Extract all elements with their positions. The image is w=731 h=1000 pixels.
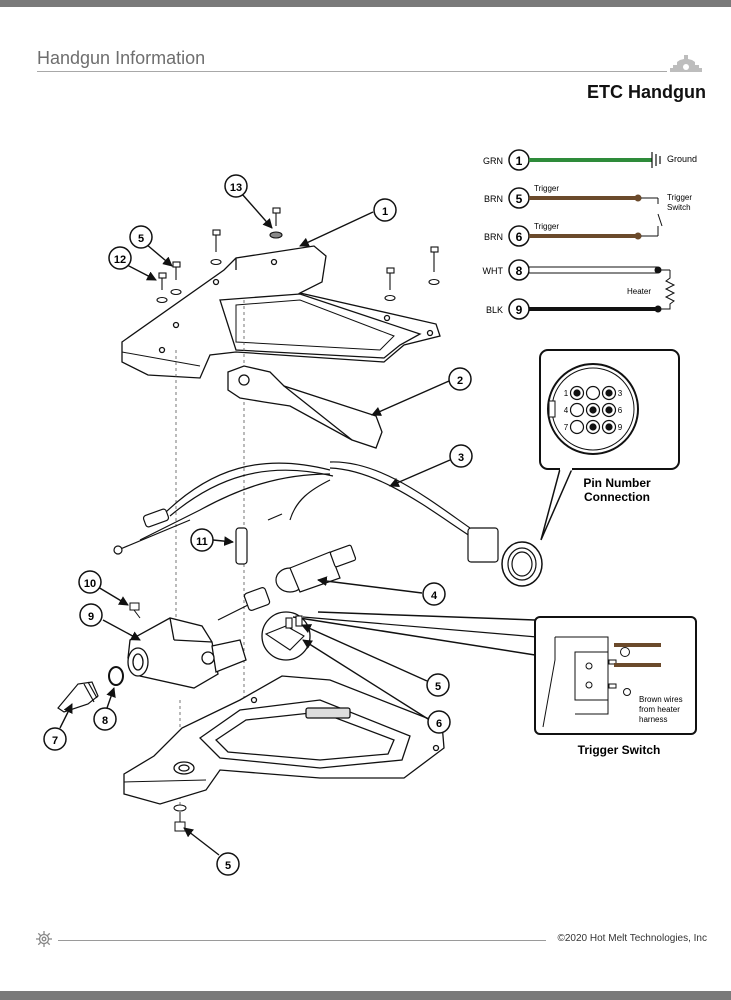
heater-resistor-icon — [661, 269, 676, 310]
wire-code-blk: BLK — [486, 305, 503, 315]
callout-4: 4 — [431, 590, 438, 602]
part-trigger — [227, 365, 383, 449]
wire-code-brn-5: BRN — [484, 194, 503, 204]
callout-1: 1 — [382, 206, 388, 218]
trigger-label-5: Trigger — [534, 184, 559, 193]
header-rule — [37, 71, 667, 72]
part-screw-bottom — [173, 804, 187, 832]
trigger-label-6: Trigger — [534, 222, 559, 231]
footer-gear-icon — [36, 931, 52, 947]
part-head-module — [127, 617, 247, 689]
page-section-title: Handgun Information — [37, 48, 206, 68]
part-screw-10 — [129, 602, 141, 619]
pin-number-6: 6 — [516, 230, 523, 244]
callout-10: 10 — [84, 578, 96, 590]
callout-leaders — [59, 193, 451, 856]
screws-top — [156, 207, 440, 304]
callout-12: 12 — [114, 254, 126, 266]
callout-5b: 5 — [435, 681, 441, 693]
trigger-switch-label-2: Switch — [667, 203, 691, 212]
wire-wht — [528, 266, 658, 274]
trigger-note-1: Brown wires — [639, 695, 683, 704]
pin-number-9: 9 — [516, 303, 523, 317]
callout-3: 3 — [458, 452, 464, 464]
wire-end-6 — [634, 232, 642, 240]
gear-logo-icon — [670, 55, 702, 72]
callout-6: 6 — [436, 718, 442, 730]
trigger-note-2: from heater — [639, 705, 680, 714]
callout-2: 2 — [457, 375, 463, 387]
trigger-switch-label-1: Trigger — [667, 193, 692, 202]
conn-pin-4: 4 — [564, 406, 569, 415]
wire-code-brn-6: BRN — [484, 232, 503, 242]
ground-symbol-icon — [651, 152, 661, 168]
part-heater-cartridge — [217, 544, 357, 621]
callout-5c: 5 — [225, 860, 231, 872]
conn-pin-7: 7 — [564, 423, 569, 432]
callout-9: 9 — [88, 611, 94, 623]
conn-pin-1: 1 — [564, 389, 569, 398]
wiring-schematic: GRN 1 Ground BRN 5 Trigger BRN 6 Trigger — [483, 149, 697, 320]
trigger-switch-caption: Trigger Switch — [578, 743, 661, 757]
part-heater-harness — [113, 461, 543, 587]
footer-copyright: ©2020 Hot Melt Technologies, Inc — [557, 933, 708, 944]
pin-connection-detail: 1 3 4 6 7 9 Pin Number Connection — [539, 349, 680, 541]
callouts: 13 1 5 12 2 3 11 4 10 9 5 6 8 7 5 — [43, 174, 473, 876]
part-o-ring — [108, 666, 124, 686]
conn-pin-6: 6 — [618, 406, 623, 415]
top-bar — [0, 0, 731, 7]
pin-number-1: 1 — [516, 154, 523, 168]
document-title: ETC Handgun — [587, 82, 706, 102]
callout-5a: 5 — [138, 233, 144, 245]
ground-label: Ground — [667, 154, 697, 164]
pin-connection-caption-1: Pin Number — [583, 476, 651, 490]
footer-rule — [58, 940, 546, 941]
wire-code-wht: WHT — [483, 266, 504, 276]
part-nozzle — [57, 681, 99, 713]
bottom-bar — [0, 991, 731, 1000]
part-lower-housing — [123, 675, 445, 805]
part-trigger-switch — [261, 611, 311, 661]
callout-8: 8 — [102, 715, 108, 727]
pin-number-8: 8 — [516, 264, 523, 278]
conn-pin-9: 9 — [618, 423, 623, 432]
wire-end-9 — [654, 305, 662, 313]
trigger-note-3: harness — [639, 715, 667, 724]
pin-connection-caption-2: Connection — [584, 490, 650, 504]
conn-pin-3: 3 — [618, 389, 623, 398]
part-upper-housing — [121, 245, 441, 379]
wire-end-5 — [634, 194, 642, 202]
callout-11: 11 — [196, 536, 208, 548]
part-pin-11 — [235, 527, 248, 565]
trigger-switch-symbol-icon — [641, 197, 663, 237]
pin-number-5: 5 — [516, 192, 523, 206]
wire-end-8 — [654, 266, 662, 274]
callout-13: 13 — [230, 182, 242, 194]
trigger-switch-detail: Brown wires from heater harness Trigger … — [292, 611, 697, 757]
wire-code-grn: GRN — [483, 156, 503, 166]
callout-7: 7 — [52, 735, 58, 747]
heater-label: Heater — [627, 287, 651, 296]
